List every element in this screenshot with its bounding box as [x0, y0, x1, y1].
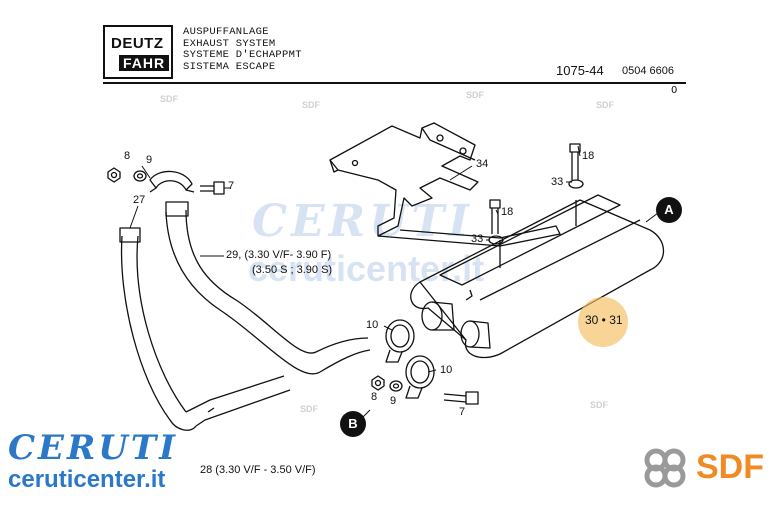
header-rule	[103, 82, 686, 84]
ceruti-site-watermark: ceruticenter.it	[8, 466, 166, 493]
ghost-ceruti-site-watermark: ceruticenter.it	[248, 248, 485, 289]
sdf-small-watermark: SDF	[160, 94, 178, 104]
sdf-logo-text: SDF	[696, 448, 764, 486]
callout-9-lower: 9	[390, 395, 397, 407]
callout-8-lower: 8	[371, 391, 378, 403]
mounting-bracket	[329, 122, 561, 247]
bolt-7-upper	[200, 181, 225, 195]
callout-28: 28 (3.30 V/F - 3.50 V/F)	[200, 464, 316, 476]
callout-29-variants: (3.50 S ; 3.90 S)	[252, 264, 333, 276]
washer-9-upper	[133, 170, 147, 182]
sdf-logo-icon	[644, 448, 686, 488]
callout-29: 29, (3.30 V/F- 3.90 F)	[226, 249, 332, 261]
callout-10-upper: 10	[366, 319, 379, 331]
bolt-18-upper	[568, 143, 584, 189]
ceruti-brand-watermark: CERUTI	[8, 428, 179, 468]
title-block: AUSPUFFANLAGE EXHAUST SYSTEM SYSTEME D'E…	[183, 26, 302, 73]
muffler	[410, 194, 665, 359]
title-en: EXHAUST SYSTEM	[183, 37, 276, 50]
clamp-10-lower	[405, 355, 435, 399]
deutz-fahr-logo: DEUTZ FAHR	[103, 25, 173, 79]
exhaust-pipe-27	[119, 227, 197, 431]
clamp-10-upper	[385, 319, 415, 363]
clamp-upper	[149, 170, 195, 193]
callout-30-31: 30 • 31	[585, 313, 623, 327]
sdf-small-watermark: SDF	[300, 404, 318, 414]
title-es: SISTEMA ESCAPE	[183, 60, 276, 73]
ghost-ceruti-watermark: CERUTI	[252, 196, 473, 247]
revision-number: 0	[671, 85, 678, 96]
sdf-small-watermark: SDF	[590, 400, 608, 410]
exhaust-pipe-29	[165, 201, 371, 375]
callout-10-lower: 10	[440, 364, 453, 376]
view-badge-b: B	[340, 411, 366, 437]
callout-9-upper: 9	[146, 154, 153, 166]
callout-18-lower: 18	[501, 206, 514, 218]
callout-33-lower: 33	[471, 233, 484, 245]
washer-9-lower	[389, 380, 403, 392]
sdf-small-watermark: SDF	[596, 100, 614, 110]
nut-8-lower	[371, 375, 385, 391]
bolt-7-lower	[443, 391, 479, 405]
view-badge-a: A	[656, 197, 682, 223]
callout-18-upper: 18	[582, 150, 595, 162]
title-de: AUSPUFFANLAGE	[183, 26, 269, 38]
callout-7-upper: 7	[228, 180, 235, 192]
sdf-small-watermark: SDF	[302, 100, 320, 110]
callout-33-upper: 33	[551, 176, 564, 188]
part-number: 1075-44	[556, 63, 604, 78]
callout-27: 27	[133, 194, 146, 206]
highlight-30-31	[578, 297, 628, 347]
callout-34: 34	[476, 158, 489, 170]
catalog-number: 0504 6606	[622, 65, 674, 77]
logo-line-1: DEUTZ	[111, 35, 164, 52]
nut-8-upper	[107, 167, 121, 183]
logo-line-2: FAHR	[119, 55, 170, 71]
sdf-small-watermark: SDF	[466, 90, 484, 100]
callout-7-lower: 7	[459, 406, 466, 418]
callout-8-upper: 8	[124, 150, 131, 162]
title-fr: SYSTEME D'ECHAPPMT	[183, 49, 302, 61]
exhaust-pipe-28	[185, 375, 291, 427]
